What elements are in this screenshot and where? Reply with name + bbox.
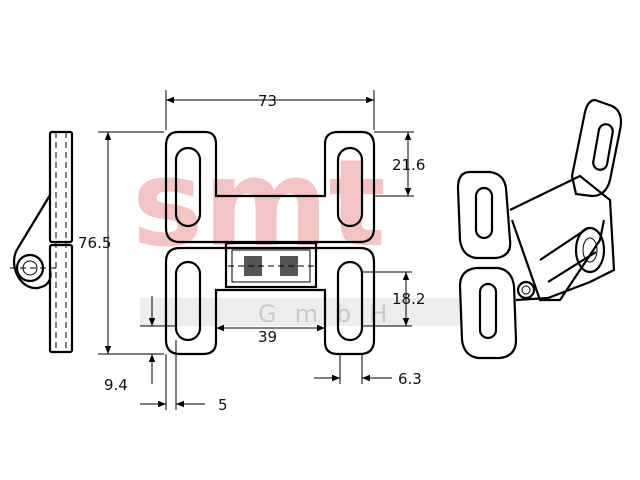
dim-width-total: 73 [258, 92, 277, 110]
dimension-labels: 73 76.5 21.6 18.2 39 9.4 6.3 5 [78, 92, 425, 414]
iso-view [456, 98, 623, 360]
dim-slot-length: 18.2 [392, 290, 425, 308]
dim-center-span: 39 [258, 328, 277, 346]
side-view [10, 130, 74, 354]
dimension-lines [98, 90, 414, 410]
dim-slot-width: 6.3 [398, 370, 422, 388]
dim-slot-offset: 21.6 [392, 156, 425, 174]
dim-edge-offset: 9.4 [104, 376, 128, 394]
watermark-sub: GmbH [258, 300, 405, 328]
watermark-main: smt [132, 135, 386, 274]
front-view [164, 130, 376, 356]
dim-height-total: 76.5 [78, 234, 111, 252]
dim-slot-inset: 5 [218, 396, 228, 414]
